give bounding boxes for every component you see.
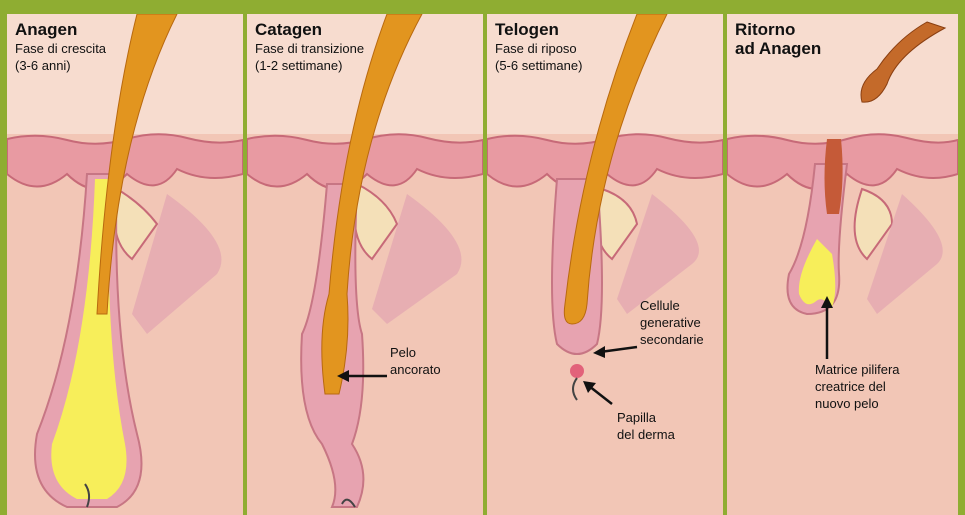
panel-ritorno: Ritorno ad Anagen Matrice pilifera creat… — [727, 14, 958, 515]
telogen-papilla-vessel — [573, 378, 577, 400]
papilla-label: Papilla del derma — [617, 409, 675, 443]
pelo-ancorato-label: Pelo ancorato — [390, 344, 441, 378]
matrice-label: Matrice pilifera creatrice del nuovo pel… — [815, 361, 900, 412]
cellule-label: Cellule generative secondarie — [640, 297, 704, 348]
telogen-illustration — [487, 14, 723, 515]
anagen-illustration — [7, 14, 243, 515]
telogen-title: Telogen — [495, 20, 559, 39]
papilla-arrow — [589, 386, 612, 404]
panel-anagen: Anagen Fase di crescita (3-6 anni) — [7, 14, 243, 515]
anagen-sebaceous-gland — [114, 189, 157, 259]
telogen-papilla-dot — [570, 364, 584, 378]
panel-catagen: Catagen Fase di transizione (1-2 settima… — [247, 14, 483, 515]
catagen-sebaceous-gland — [354, 184, 397, 259]
catagen-subtitle: Fase di transizione (1-2 settimane) — [255, 40, 364, 74]
catagen-title: Catagen — [255, 20, 322, 39]
anagen-title: Anagen — [15, 20, 77, 39]
panel-telogen: Telogen Fase di riposo (5-6 settimane) C… — [487, 14, 723, 515]
ritorno-illustration — [727, 14, 958, 515]
ritorno-new-hair — [825, 139, 843, 214]
anagen-subtitle: Fase di crescita (3-6 anni) — [15, 40, 106, 74]
ritorno-title: Ritorno ad Anagen — [735, 20, 821, 58]
cellule-arrowhead — [593, 346, 605, 358]
telogen-subtitle: Fase di riposo (5-6 settimane) — [495, 40, 582, 74]
catagen-illustration — [247, 14, 483, 515]
cellule-arrow — [600, 347, 637, 352]
telogen-sebaceous-gland — [596, 189, 637, 259]
